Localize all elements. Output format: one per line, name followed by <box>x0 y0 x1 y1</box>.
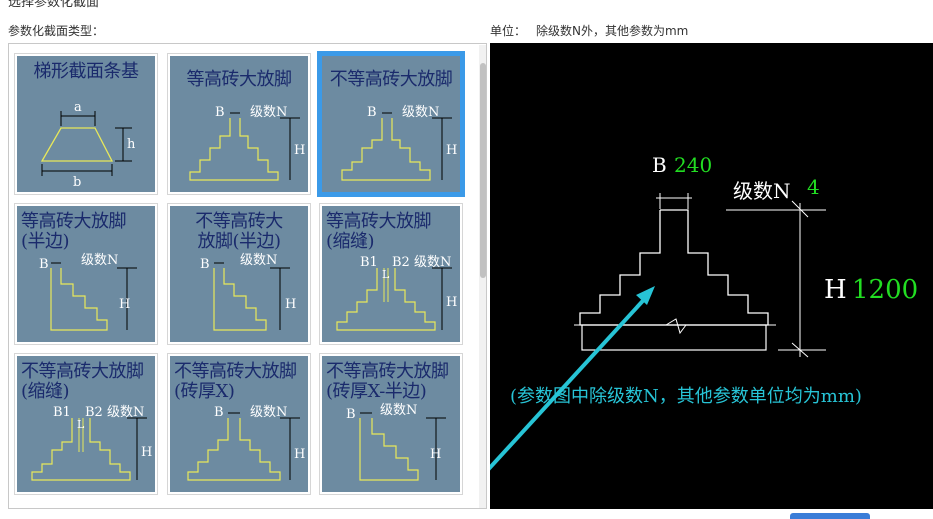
label-H: H <box>446 143 457 158</box>
tile-title-line-1: 等高砖大放脚 <box>21 211 127 232</box>
preview-h-value: 1200 <box>852 275 919 305</box>
label-B: B <box>214 405 224 420</box>
tile-title-line-2: (缩缝) <box>21 381 70 402</box>
tile-title-line-1: 不等高砖大放脚 <box>174 361 297 382</box>
section-type-gallery: 梯形截面条基 a b h 等高砖大放脚 B 级数N H <box>8 43 487 509</box>
label-B2: B2 <box>85 405 103 420</box>
tile-title: 等高砖大放脚 <box>186 69 293 90</box>
preview-b-value: 240 <box>674 153 713 177</box>
tile-unequal-height-brick-footing[interactable]: 不等高砖大放脚 B 级数N H <box>317 51 465 197</box>
label-B: B <box>346 407 356 422</box>
annotation-arrow-head <box>636 286 655 305</box>
label-B: B <box>215 105 225 120</box>
tile-title: 等高砖大放脚(缩缝) <box>322 212 460 252</box>
tile-title: 等高砖大放脚(半边) <box>17 212 155 252</box>
unit-value: 除级数N外，其他参数为mm <box>536 24 689 38</box>
label-N: 级数N <box>240 253 277 268</box>
brick-footing-joint-diagram: B1 L B2 级数N H <box>336 255 457 331</box>
tile-unequal-height-brick-footing-thickness-x[interactable]: 不等高砖大放脚(砖厚X) B 级数N H <box>167 353 311 495</box>
tile-title: 不等高砖大放脚(缩缝) <box>17 362 155 402</box>
brick-footing-half-diagram: B 级数N H <box>200 253 296 331</box>
label-H: H <box>285 297 296 312</box>
brick-footing-diagram: B 级数N H <box>187 405 305 481</box>
preview-n-label: 级数N <box>733 179 791 203</box>
tile-title-line-1: 不等高砖大放脚 <box>21 361 144 382</box>
tile-equal-height-brick-footing-half[interactable]: 等高砖大放脚(半边) B 级数N H <box>14 203 158 345</box>
dialog-title: 选择参数化截面 <box>8 0 100 10</box>
label-N: 级数N <box>81 253 118 268</box>
brick-footing-joint-diagram: B1 L B2 级数N H <box>31 405 152 481</box>
tile-title: 不等高砖大放脚(砖厚X-半边) <box>322 362 460 402</box>
label-N: 级数N <box>250 405 287 420</box>
label-L: L <box>77 418 85 431</box>
tile-title-line-1: 不等高砖大放脚 <box>326 361 449 382</box>
preview-unit-note: (参数图中除级数N，其他参数单位均为mm) <box>510 386 862 407</box>
tile-equal-height-brick-footing-joint[interactable]: 等高砖大放脚(缩缝) B1 L B2 级数N H <box>319 203 463 345</box>
label-H: H <box>446 295 457 310</box>
trapezoid-diagram: a b h <box>40 100 136 190</box>
label-B: B <box>200 257 210 272</box>
label-N: 级数N <box>107 405 144 420</box>
label-N: 级数N <box>414 255 451 270</box>
preview-b-label: B <box>652 153 667 177</box>
tile-title: 不等高砖大放脚 <box>329 69 453 90</box>
label-H: H <box>430 447 441 462</box>
label-H: H <box>294 143 305 158</box>
brick-footing-preview-diagram <box>490 193 826 471</box>
label-h: h <box>127 137 136 152</box>
brick-footing-half-diagram: B 级数N H <box>39 253 137 331</box>
tile-title-line-1: 不等高砖大 <box>195 211 283 232</box>
preview-n-value: 4 <box>807 175 820 199</box>
tile-title: 不等高砖大放脚(砖厚X) <box>170 362 308 402</box>
label-b: b <box>73 175 81 190</box>
gallery-scrollbar-thumb[interactable] <box>480 63 486 278</box>
unit-label: 单位： <box>490 24 527 38</box>
label-B: B <box>367 105 377 120</box>
annotation-arrow <box>490 291 652 471</box>
tile-title-line-2: (缩缝) <box>326 231 375 252</box>
label-a: a <box>74 100 82 115</box>
tile-title: 梯形截面条基 <box>33 61 140 82</box>
label-N: 级数N <box>250 105 287 120</box>
parameter-preview-panel: B 240 级数N 4 H 1200 (参数图中除级数N，其他参数单位均为mm) <box>490 43 933 509</box>
tile-trapezoid-strip-footing[interactable]: 梯形截面条基 a b h <box>14 53 158 195</box>
brick-footing-diagram: B 级数N H <box>341 105 457 181</box>
confirm-button[interactable] <box>790 513 870 519</box>
tile-title-line-2: (砖厚X-半边) <box>326 381 427 402</box>
tile-title-line-2: (砖厚X) <box>174 381 235 402</box>
tile-unequal-height-brick-footing-half[interactable]: 不等高砖大放脚(半边) B 级数N H <box>167 203 311 345</box>
tile-equal-height-brick-footing[interactable]: 等高砖大放脚 B 级数N H <box>167 53 311 195</box>
tile-unequal-height-brick-footing-joint[interactable]: 不等高砖大放脚(缩缝) B1 L B2 级数N H <box>14 353 158 495</box>
tile-title-line-2: 放脚(半边) <box>197 231 281 252</box>
label-L: L <box>382 268 390 281</box>
label-N: 级数N <box>402 105 439 120</box>
brick-footing-half-diagram: B 级数N H <box>346 403 446 481</box>
tile-title-line-2: (半边) <box>21 231 70 252</box>
tile-title-line-1: 等高砖大放脚 <box>326 211 432 232</box>
tile-unequal-height-brick-footing-thickness-x-half[interactable]: 不等高砖大放脚(砖厚X-半边) B 级数N H <box>319 353 463 495</box>
label-B: B <box>39 257 49 272</box>
tile-title: 不等高砖大放脚(半边) <box>170 212 308 252</box>
section-type-label: 参数化截面类型： <box>8 24 105 38</box>
label-B1: B1 <box>53 405 71 420</box>
label-H: H <box>294 447 305 462</box>
label-N: 级数N <box>380 403 417 418</box>
preview-h-label: H <box>824 275 847 305</box>
unit-label-row: 单位： 除级数N外，其他参数为mm <box>490 22 698 39</box>
label-H: H <box>119 297 130 312</box>
label-B1: B1 <box>360 255 378 270</box>
gallery-scrollbar[interactable] <box>479 45 486 508</box>
label-H: H <box>141 445 152 460</box>
label-B2: B2 <box>392 255 410 270</box>
brick-footing-diagram: B 级数N H <box>189 105 305 181</box>
